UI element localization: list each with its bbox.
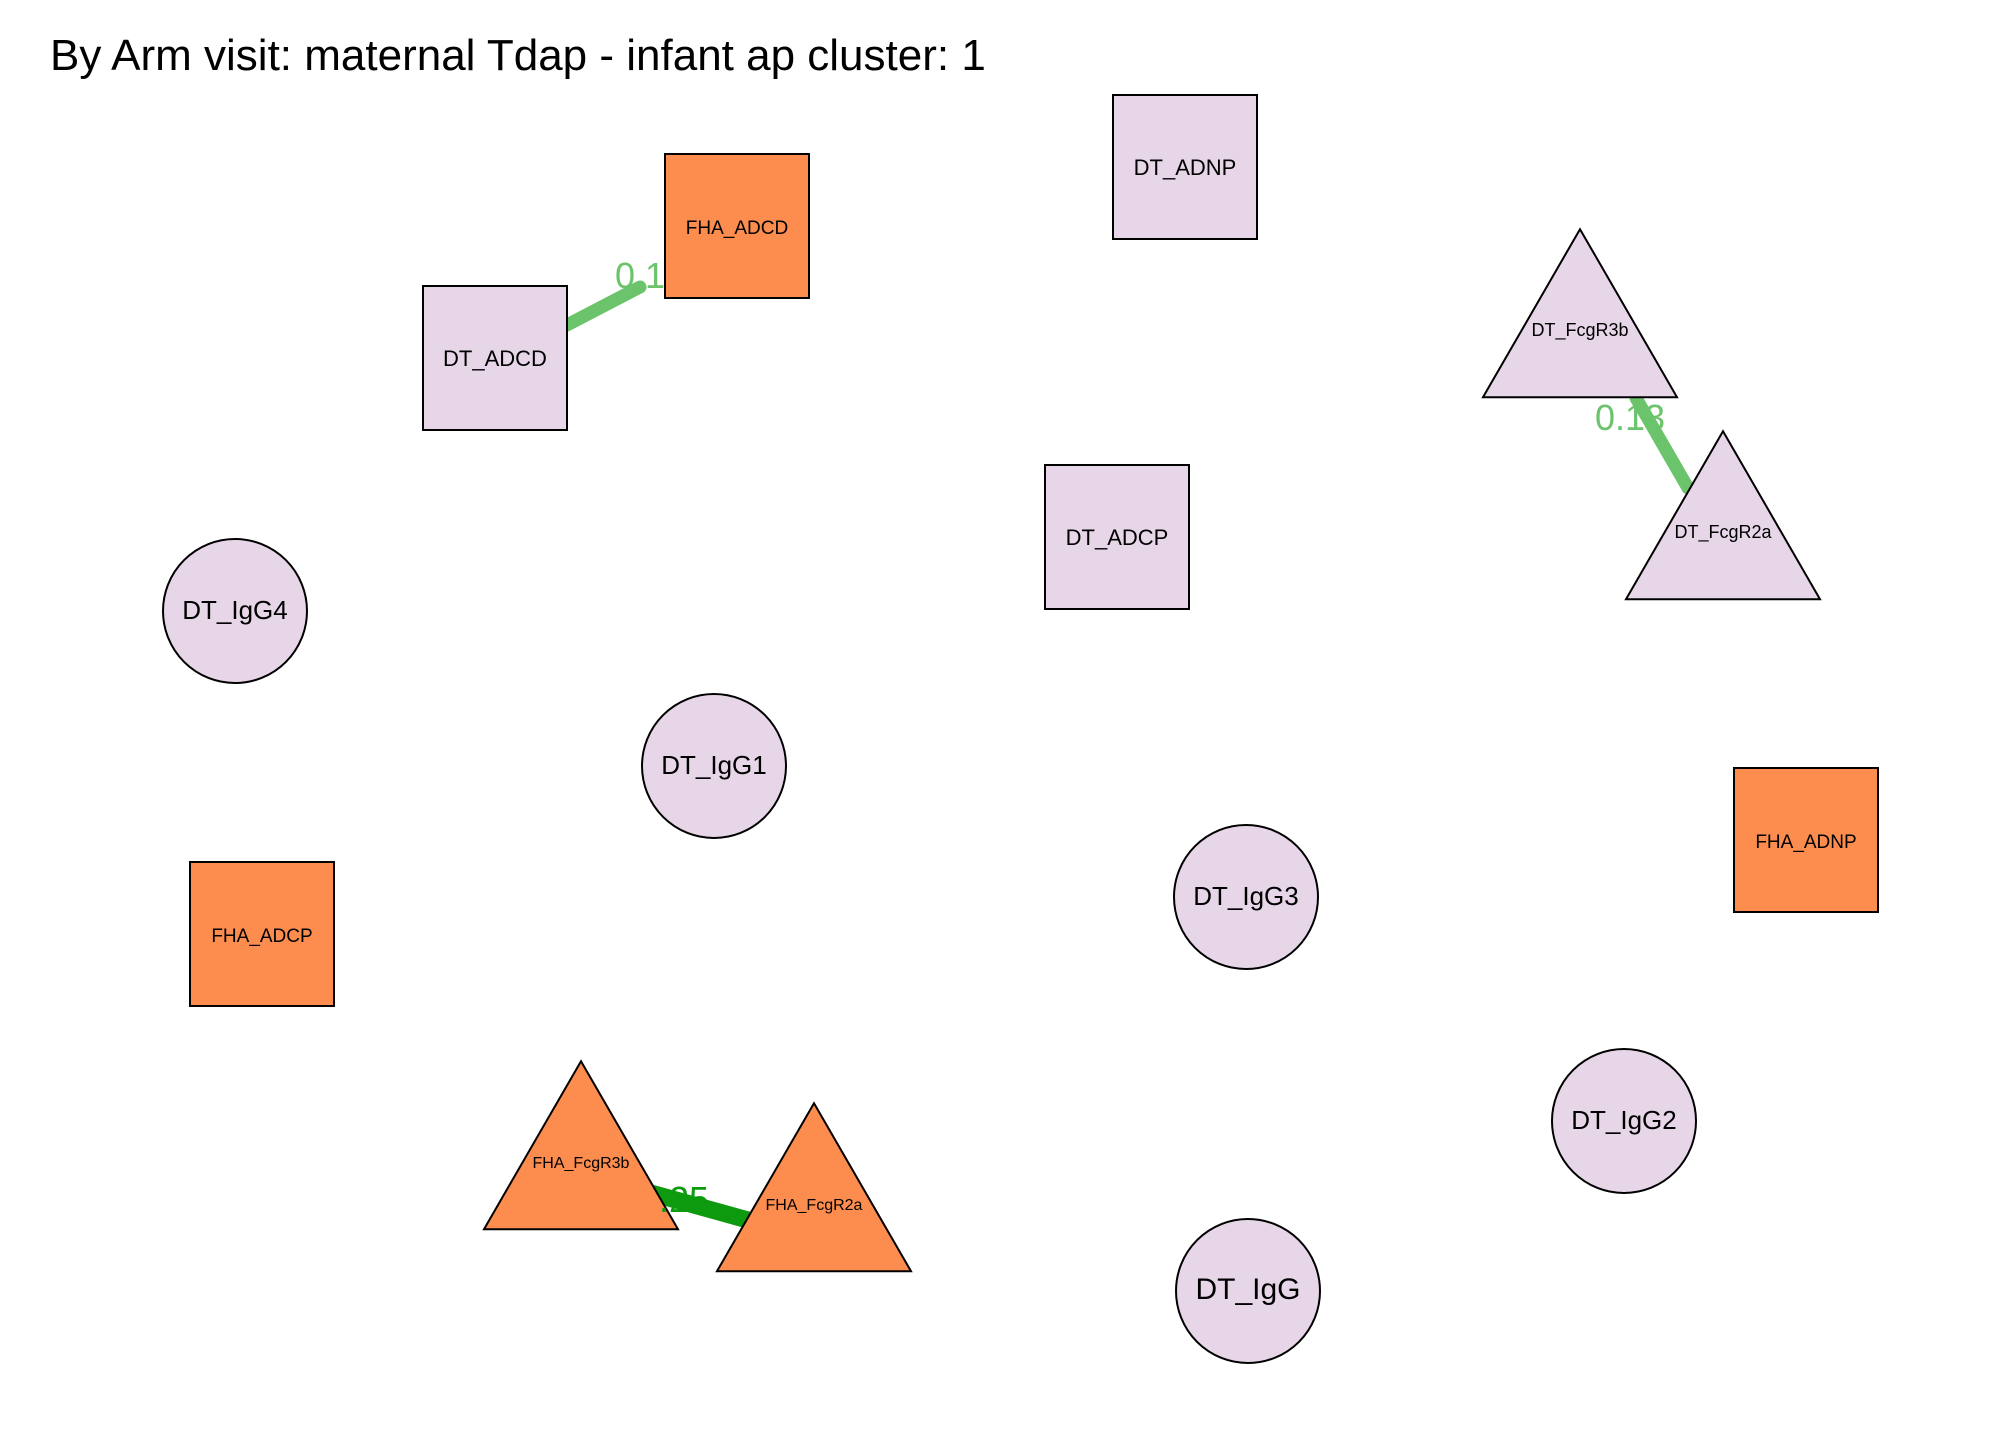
node-label: FHA_FcgR2a: [766, 1197, 863, 1214]
node-shape-circle: [1173, 824, 1319, 970]
node-dt-fcgr2a: DT_FcgR2a: [1624, 429, 1822, 601]
node-shape-circle: [162, 538, 308, 684]
node-fha-adnp: FHA_ADNP: [1733, 767, 1879, 913]
node-dt-igg4: DT_IgG4: [162, 538, 308, 684]
node-label: DT_FcgR3b: [1531, 320, 1628, 341]
node-fha-adcp: FHA_ADCP: [189, 861, 335, 1007]
node-label: FHA_ADNP: [1755, 832, 1856, 853]
edge-weight-label: .25: [659, 1179, 709, 1220]
node-label: FHA_FcgR3b: [533, 1155, 630, 1172]
edge-weight-label: 0.13: [1595, 397, 1665, 438]
node-label: DT_ADCD: [443, 346, 547, 371]
node-shape-square: [1733, 767, 1879, 913]
node-dt-fcgr3b: DT_FcgR3b: [1481, 227, 1679, 399]
node-label: DT_IgG2: [1571, 1105, 1677, 1135]
edge-dt-adcd-fha-adcd: [560, 280, 647, 332]
node-label: DT_ADCP: [1066, 525, 1169, 550]
nodes-layer: FHA_ADCD DT_ADNP DT_ADCD DT_FcgR3bDT_FcgR2a…: [162, 94, 1879, 1364]
node-fha-fcgr2a: FHA_FcgR2a: [715, 1101, 913, 1273]
edge-dt-fcgr3b-dt-fcgr2a: [1629, 391, 1695, 495]
node-shape-square: [1112, 94, 1258, 240]
node-shape-triangle: [1624, 429, 1822, 601]
node-label: DT_ADNP: [1134, 155, 1237, 180]
node-shape-square: [422, 285, 568, 431]
node-label: DT_IgG1: [661, 750, 767, 780]
node-dt-igg1: DT_IgG1: [641, 693, 787, 839]
node-dt-igg: DT_IgG: [1175, 1218, 1321, 1364]
node-dt-igg3: DT_IgG3: [1173, 824, 1319, 970]
node-shape-circle: [1551, 1048, 1697, 1194]
node-dt-adcp: DT_ADCP: [1044, 464, 1190, 610]
node-label: DT_FcgR2a: [1674, 522, 1772, 543]
diagram-title: By Arm visit: maternal Tdap - infant ap …: [50, 31, 986, 80]
node-shape-circle: [641, 693, 787, 839]
node-dt-adnp: DT_ADNP: [1112, 94, 1258, 240]
node-label: DT_IgG: [1195, 1273, 1300, 1306]
node-shape-square: [189, 861, 335, 1007]
node-shape-square: [664, 153, 810, 299]
node-label: DT_IgG3: [1193, 881, 1299, 911]
edge-weight-label: 0.1: [615, 255, 665, 296]
node-dt-igg2: DT_IgG2: [1551, 1048, 1697, 1194]
node-label: DT_IgG4: [182, 595, 288, 625]
node-fha-fcgr3b: FHA_FcgR3b: [482, 1059, 680, 1231]
node-label: FHA_ADCD: [686, 218, 788, 239]
node-label: FHA_ADCP: [211, 926, 312, 947]
node-shape-triangle: [715, 1101, 913, 1273]
node-dt-adcd: DT_ADCD: [422, 285, 568, 431]
node-shape-circle: [1175, 1218, 1321, 1364]
node-shape-square: [1044, 464, 1190, 610]
node-shape-triangle: [482, 1059, 680, 1231]
node-shape-triangle: [1481, 227, 1679, 399]
node-fha-adcd: FHA_ADCD: [664, 153, 810, 299]
